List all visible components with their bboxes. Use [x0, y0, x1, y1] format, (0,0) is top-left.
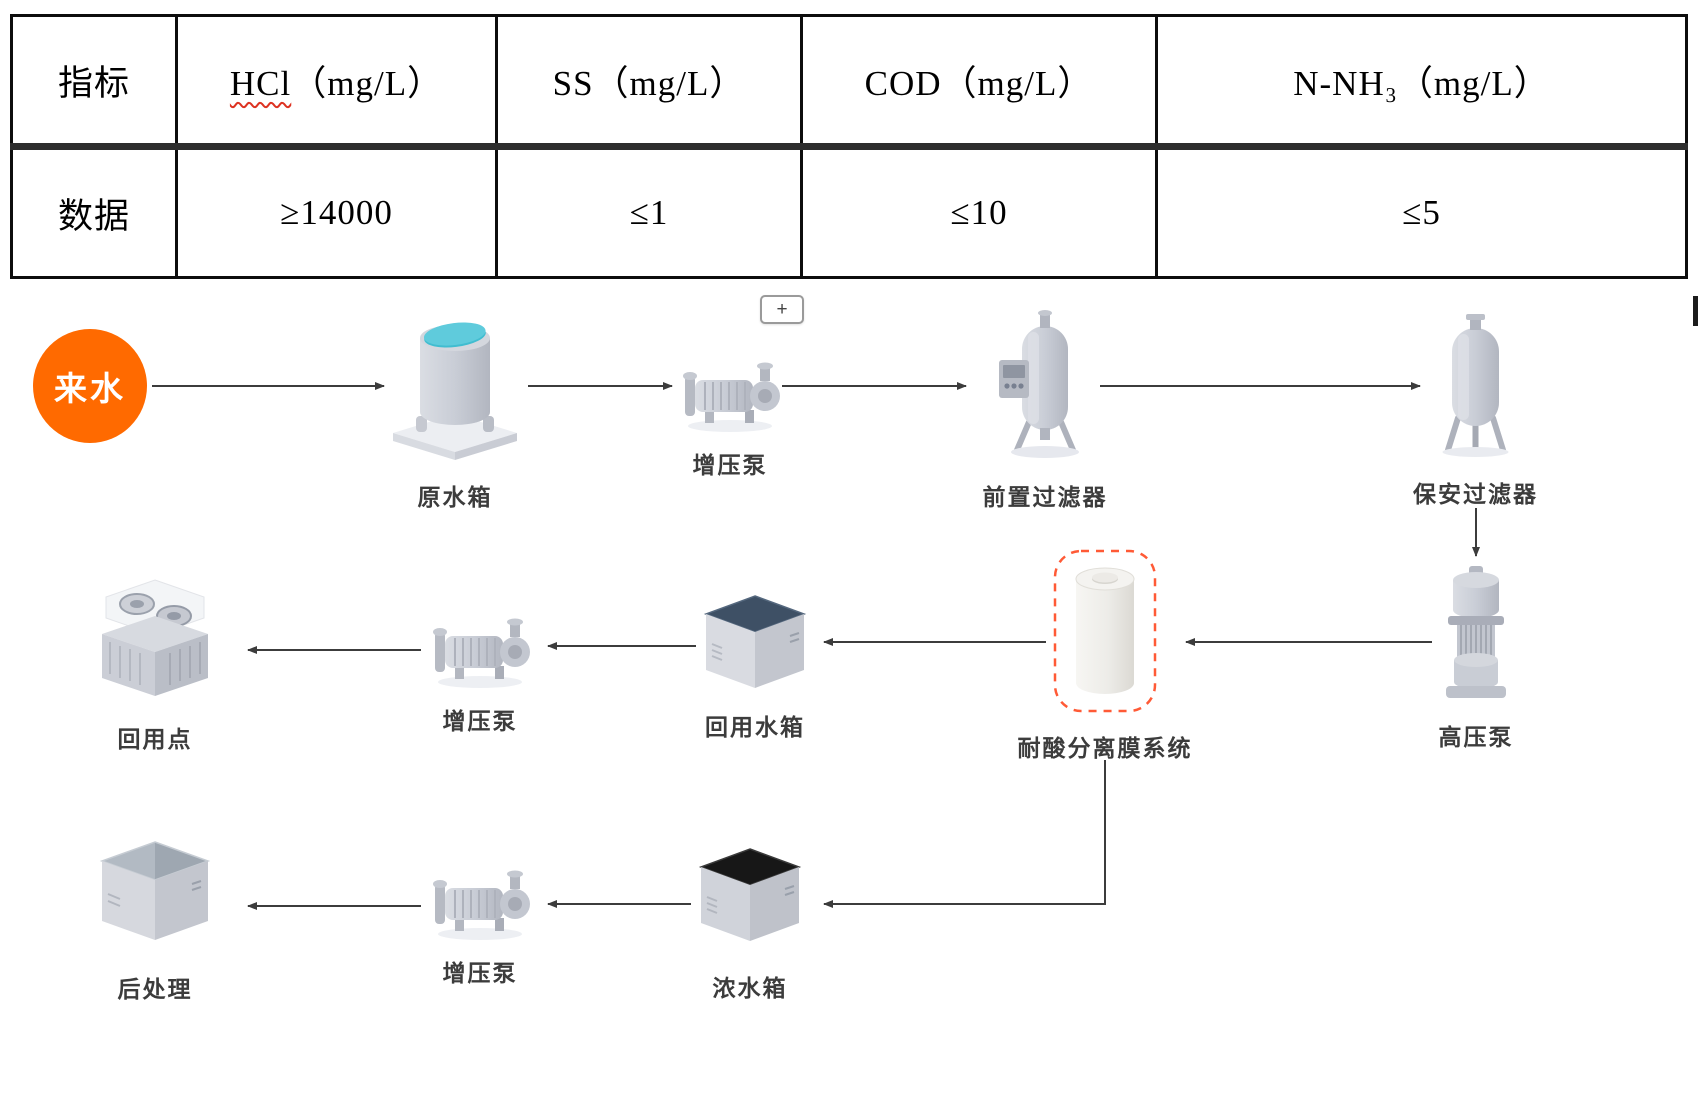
cell-nnh3-value: ≤5	[1155, 145, 1688, 279]
booster-pump-icon	[683, 362, 780, 432]
membrane-system-icon	[1053, 549, 1157, 713]
node-reuse-water-tank: 回用水箱	[700, 592, 810, 742]
booster-pump-icon	[433, 618, 530, 688]
cell-nnh3-header: N-NH₃（mg/L）	[1155, 14, 1688, 150]
concentrate-tank-icon	[698, 848, 802, 941]
high-pressure-pump-icon	[1446, 566, 1506, 698]
security-filter-icon	[1442, 314, 1509, 457]
zoom-in-button[interactable]: +	[760, 295, 804, 324]
cell-data-label: 数据	[10, 145, 178, 279]
concentrate-tank-label: 浓水箱	[712, 975, 788, 1001]
high-pressure-pump-label: 高压泵	[1438, 724, 1514, 750]
raw-water-tank-label: 原水箱	[417, 484, 493, 510]
pre-filter-label: 前置过滤器	[982, 484, 1108, 510]
node-concentrate-tank: 浓水箱	[695, 845, 805, 1003]
table-header-row: 指标 HCl（mg/L） SS（mg/L） COD（mg/L） N-NH₃（mg…	[10, 14, 1688, 150]
clipped-right-element	[1693, 296, 1698, 326]
post-treatment-label: 后处理	[117, 976, 193, 1002]
reuse-water-tank-label: 回用水箱	[705, 714, 805, 740]
node-security-filter: 保安过滤器	[1413, 314, 1536, 509]
pre-filter-icon	[999, 310, 1079, 458]
raw-water-tank-icon	[393, 322, 517, 460]
booster-pump-icon	[433, 870, 530, 940]
node-high-pressure-pump: 高压泵	[1436, 566, 1516, 752]
node-booster-pump-1: 增压泵	[675, 356, 785, 480]
booster-pump-3-label: 增压泵	[442, 960, 518, 986]
cell-indicator-label: 指标	[10, 14, 178, 150]
source-label: 来水	[54, 370, 126, 407]
cell-ss-value: ≤1	[495, 145, 803, 279]
node-booster-pump-2: 增压泵	[425, 612, 535, 736]
table-data-row: 数据 ≥14000 ≤1 ≤10 ≤5	[10, 145, 1688, 279]
membrane-system-label: 耐酸分离膜系统	[1017, 735, 1193, 761]
cell-cod-header: COD（mg/L）	[800, 14, 1158, 150]
post-treatment-icon	[99, 841, 211, 940]
booster-pump-2-label: 增压泵	[442, 708, 518, 734]
node-post-treatment: 后处理	[95, 838, 215, 1004]
node-source: 来水	[33, 329, 147, 443]
arrow-membrane-down-to-conctank	[823, 760, 1106, 908]
reuse-water-tank-icon	[703, 595, 807, 688]
security-filter-label: 保安过滤器	[1413, 481, 1538, 507]
node-pre-filter: 前置过滤器	[983, 310, 1106, 512]
node-raw-water-tank: 原水箱	[380, 310, 530, 512]
cell-hcl-value: ≥14000	[175, 145, 498, 279]
spec-table: 指标 HCl（mg/L） SS（mg/L） COD（mg/L） N-NH₃（mg…	[10, 14, 1688, 279]
cell-hcl-header: HCl（mg/L）	[175, 14, 498, 150]
reuse-point-icon	[102, 579, 208, 696]
hcl-unit-text: （mg/L）	[291, 63, 444, 103]
booster-pump-1-label: 增压泵	[692, 452, 768, 478]
reuse-point-label: 回用点	[117, 726, 193, 752]
node-booster-pump-3: 增压泵	[425, 864, 535, 988]
node-reuse-point: 回用点	[90, 578, 220, 754]
source-circle: 来水	[33, 329, 147, 443]
hcl-misspelled-text: HCl	[229, 63, 292, 103]
node-membrane-system: 耐酸分离膜系统	[1018, 545, 1191, 763]
cell-ss-header: SS（mg/L）	[495, 14, 803, 150]
cell-cod-value: ≤10	[800, 145, 1158, 279]
